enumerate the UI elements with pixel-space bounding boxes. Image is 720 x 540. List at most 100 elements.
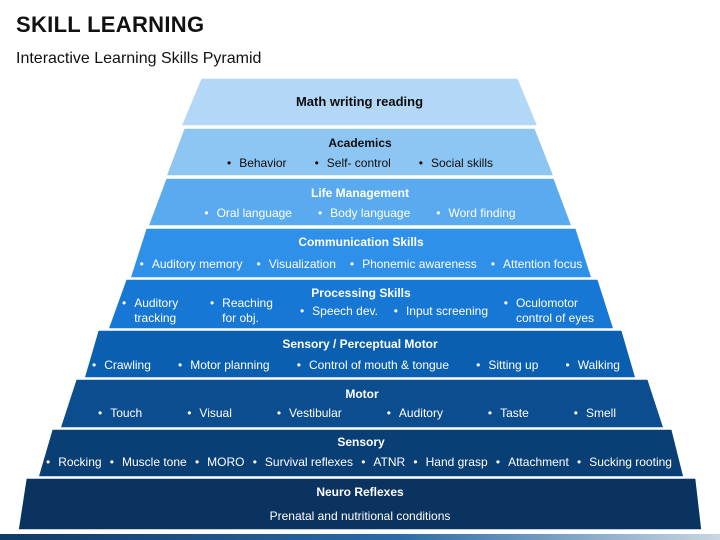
bullet-icon: •	[252, 455, 257, 469]
bullet-icon: •	[503, 296, 508, 310]
pyramid-level-item-list: •Touch•Visual•Vestibular•Auditory•Taste•…	[60, 406, 664, 421]
pyramid-level-item: •Taste	[488, 406, 529, 421]
pyramid-level-fill	[130, 228, 592, 278]
pyramid-level-item-text: Sitting up	[488, 358, 539, 372]
pyramid-level-item-text: Control of mouth & tongue	[308, 358, 450, 372]
pyramid-level-shape	[18, 478, 702, 530]
bullet-icon: •	[317, 206, 323, 220]
bullet-icon: •	[314, 156, 319, 170]
pyramid-level-item-list: •Auditory tracking•Reaching for obj.•Spe…	[108, 296, 614, 326]
pyramid-level-item: •Attention focus	[491, 257, 583, 272]
pyramid-level-item: •Auditory memory	[140, 257, 243, 272]
pyramid-level-item-text: Reaching for obj.	[222, 296, 273, 325]
pyramid-level-item: • Self- control	[315, 156, 391, 171]
pyramid-level-item: • Input screening	[394, 304, 488, 319]
pyramid-level-item: •Smell	[574, 406, 616, 421]
pyramid-level-fill	[38, 429, 684, 477]
pyramid-level-item: • Walking	[566, 358, 620, 373]
pyramid-level-item-text: Auditory memory	[151, 257, 243, 271]
pyramid-level-item-text: Phonemic awareness	[362, 257, 477, 271]
pyramid-level-item-text: Visualization	[268, 257, 336, 271]
pyramid-level-item: •Reaching for obj.	[210, 296, 284, 326]
pyramid-level-shape	[84, 330, 636, 378]
pyramid-level-item-text: Word finding	[448, 206, 516, 220]
pyramid-level-item-text: MORO	[207, 455, 245, 469]
pyramid-level-title: Math writing reading	[295, 94, 424, 109]
pyramid-level-title: Motor	[345, 387, 379, 401]
pyramid-level-item-list: •Crawling•Motor planning•Control of mout…	[84, 358, 636, 373]
pyramid-level-item-text: Input screening	[405, 303, 488, 318]
page-subtitle: Interactive Learning Skills Pyramid	[16, 50, 262, 67]
pyramid-level: Processing Skills•Auditory tracking•Reac…	[108, 279, 614, 329]
pyramid-level-item: •Visualization	[257, 257, 336, 272]
page-title: SKILL LEARNING	[16, 12, 205, 37]
pyramid-level-item: •Oral language	[204, 206, 292, 221]
pyramid-level-item: •Crawling	[92, 358, 151, 373]
pyramid-level-item-text: Survival reflexes	[264, 455, 353, 469]
bullet-icon: •	[393, 303, 398, 318]
bullet-icon: •	[92, 358, 97, 372]
bullet-icon: •	[276, 406, 282, 420]
pyramid-level-item: •Rocking	[46, 455, 102, 470]
pyramid-level-fill	[166, 128, 554, 176]
bullet-icon: •	[413, 455, 418, 469]
pyramid-level-title: Life Management	[310, 186, 409, 200]
pyramid-level-item: • Phonemic awareness	[350, 257, 477, 272]
bullet-icon: •	[436, 206, 441, 220]
bullet-icon: •	[187, 406, 192, 420]
pyramid-level-fill	[84, 330, 636, 378]
pyramid-level: Sensory / Perceptual Motor•Crawling•Moto…	[84, 330, 636, 378]
pyramid-level-item-text: Behavior	[239, 156, 287, 170]
pyramid-level: Motor•Touch•Visual•Vestibular•Auditory•T…	[60, 379, 664, 428]
pyramid-level-item-text: Hand grasp	[425, 455, 488, 469]
pyramid-level-shape	[130, 228, 592, 278]
pyramid-level-item-text: Oculomotor control of eyes	[515, 296, 595, 325]
pyramid-level-caption: Prenatal and nutritional conditions	[269, 509, 451, 523]
pyramid-level: Math writing reading	[181, 78, 538, 126]
pyramid-level-item-text: Attachment	[508, 455, 569, 469]
bullet-icon: •	[296, 358, 301, 372]
pyramid-level-item: •MORO	[195, 455, 245, 470]
pyramid-level-item-text: Auditory tracking	[134, 296, 179, 325]
pyramid-level-item: • Word finding	[436, 206, 515, 221]
pyramid-level-item-text: Auditory	[398, 406, 443, 420]
bullet-icon: •	[565, 358, 570, 372]
pyramid-level-item: •Body language	[318, 206, 410, 221]
pyramid-level-item: • Sitting up	[476, 358, 538, 373]
pyramid-level-item: • Survival reflexes	[253, 455, 353, 470]
pyramid-level-item-text: Rocking	[58, 455, 102, 469]
bullet-icon: •	[349, 257, 355, 271]
pyramid-level-shape	[38, 429, 684, 477]
pyramid-level: Academics•Behavior•Self- control•Social …	[166, 128, 554, 176]
pyramid-level-item: •Muscle tone	[110, 455, 187, 470]
bullet-icon: •	[122, 296, 127, 310]
pyramid-level: Life Management•Oral language•Body langu…	[148, 178, 572, 226]
pyramid-level-item-text: Walking	[577, 358, 620, 372]
pyramid-level-item: •Touch	[98, 406, 142, 421]
pyramid-level-title: Sensory	[337, 435, 385, 449]
bullet-icon: •	[361, 455, 366, 469]
pyramid-level-item-text: Motor planning	[190, 358, 270, 372]
pyramid-level-item-text: Vestibular	[289, 406, 342, 420]
pyramid-level-title: Sensory / Perceptual Motor	[282, 337, 438, 351]
pyramid-level-item-text: Social skills	[431, 156, 494, 170]
pyramid-level-item: •Attachment	[496, 455, 569, 470]
pyramid-level-fill	[60, 379, 664, 428]
bullet-icon: •	[490, 257, 496, 271]
pyramid-level-fill	[18, 478, 702, 530]
bullet-icon: •	[487, 406, 493, 420]
pyramid-level-title: Communication Skills	[298, 235, 424, 249]
pyramid-level-item: • Auditory	[387, 406, 443, 421]
pyramid-level-title: Academics	[328, 136, 392, 150]
pyramid-level-item: •Speech dev.	[300, 304, 378, 319]
bullet-icon: •	[109, 455, 114, 469]
pyramid-level-fill	[148, 178, 572, 226]
pyramid-level-item-text: Oral language	[216, 206, 292, 220]
bullet-icon: •	[476, 358, 481, 372]
pyramid-level-item-list: •Oral language•Body language•Word findin…	[148, 206, 572, 221]
pyramid-level-item-list: •Auditory memory•Visualization•Phonemic …	[130, 257, 592, 272]
bullet-icon: •	[386, 406, 391, 420]
pyramid-level-item-text: Self- control	[326, 156, 391, 170]
pyramid-level-shape	[166, 128, 554, 176]
pyramid-level-shape	[148, 178, 572, 226]
